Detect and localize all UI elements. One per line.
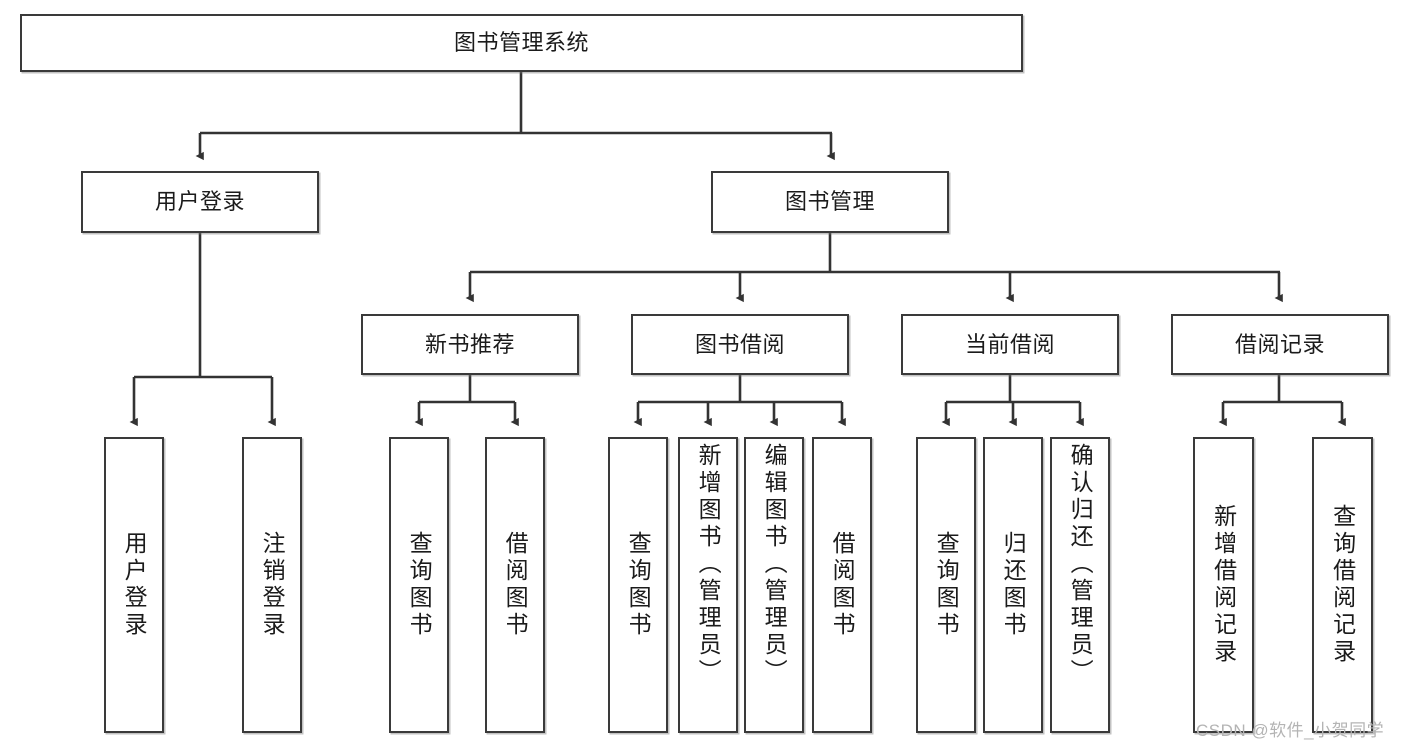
node-new-book-rec-label: 新书推荐: [424, 331, 515, 357]
node-leaf-query-record[interactable]: 查询借阅记录: [1312, 437, 1373, 733]
node-leaf-add-book-label: 新增图书（管理员）: [695, 443, 722, 686]
node-user-login-label: 用户登录: [154, 189, 245, 214]
node-leaf-add-record-label: 新增借阅记录: [1210, 504, 1237, 666]
node-leaf-query-book-1-label: 查询图书: [406, 531, 433, 639]
node-leaf-add-book[interactable]: 新增图书（管理员）: [678, 437, 738, 733]
node-leaf-query-book-3[interactable]: 查询图书: [916, 437, 976, 733]
node-leaf-borrow-book-1-label: 借阅图书: [502, 531, 529, 639]
node-book-borrow-label: 图书借阅: [694, 331, 785, 357]
node-new-book-rec[interactable]: 新书推荐: [361, 314, 579, 375]
node-leaf-query-book-3-label: 查询图书: [933, 531, 960, 639]
node-leaf-user-login-label: 用户登录: [121, 531, 148, 639]
node-book-manage-label: 图书管理: [784, 189, 875, 214]
node-leaf-add-record[interactable]: 新增借阅记录: [1193, 437, 1254, 733]
node-root-system[interactable]: 图书管理系统: [20, 14, 1023, 72]
node-leaf-edit-book-label: 编辑图书（管理员）: [761, 443, 788, 686]
node-leaf-user-logout-label: 注销登录: [259, 531, 286, 639]
node-leaf-edit-book[interactable]: 编辑图书（管理员）: [744, 437, 804, 733]
node-leaf-borrow-book-2-label: 借阅图书: [829, 531, 856, 639]
node-current-borrow-label: 当前借阅: [964, 331, 1055, 357]
node-borrow-record[interactable]: 借阅记录: [1171, 314, 1389, 375]
node-leaf-query-book-1[interactable]: 查询图书: [389, 437, 449, 733]
node-current-borrow[interactable]: 当前借阅: [901, 314, 1119, 375]
node-book-manage[interactable]: 图书管理: [711, 171, 949, 233]
node-leaf-confirm-return-label: 确认归还（管理员）: [1067, 443, 1094, 686]
node-user-login[interactable]: 用户登录: [81, 171, 319, 233]
node-leaf-borrow-book-2[interactable]: 借阅图书: [812, 437, 872, 733]
node-leaf-query-record-label: 查询借阅记录: [1329, 504, 1356, 666]
node-leaf-query-book-2-label: 查询图书: [625, 531, 652, 639]
node-leaf-query-book-2[interactable]: 查询图书: [608, 437, 668, 733]
node-book-borrow[interactable]: 图书借阅: [631, 314, 849, 375]
node-root-label: 图书管理系统: [453, 30, 589, 55]
node-leaf-return-book[interactable]: 归还图书: [983, 437, 1043, 733]
node-leaf-return-book-label: 归还图书: [1000, 531, 1027, 639]
node-leaf-borrow-book-1[interactable]: 借阅图书: [485, 437, 545, 733]
node-leaf-user-login[interactable]: 用户登录: [104, 437, 164, 733]
node-leaf-user-logout[interactable]: 注销登录: [242, 437, 302, 733]
node-borrow-record-label: 借阅记录: [1234, 331, 1325, 357]
node-leaf-confirm-return[interactable]: 确认归还（管理员）: [1050, 437, 1110, 733]
